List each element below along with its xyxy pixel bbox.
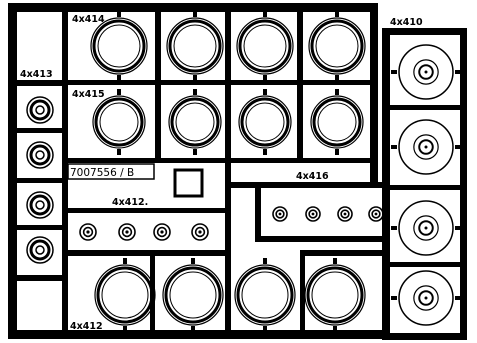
part-4x413-1 xyxy=(26,96,54,124)
part-4x412-1 xyxy=(94,258,156,332)
part-4x412-small-4 xyxy=(191,223,209,241)
part-4x416-2 xyxy=(305,206,321,222)
part-4x414-1 xyxy=(90,11,148,81)
part-4x410-1 xyxy=(391,44,461,100)
sprue-frame xyxy=(8,3,467,340)
part-4x414-4 xyxy=(308,11,366,81)
label-4x414: 4x414 xyxy=(72,14,105,25)
part-4x412-small-2 xyxy=(118,223,136,241)
part-4x412-4 xyxy=(304,258,366,332)
part-number: 7007556 / B xyxy=(70,167,134,179)
part-4x410-3 xyxy=(391,200,461,256)
parts-layer xyxy=(26,11,461,332)
part-4x412-2 xyxy=(162,258,224,332)
part-4x412-3 xyxy=(234,258,296,332)
label-4x410: 4x410 xyxy=(390,17,423,28)
part-4x416-3 xyxy=(337,206,353,222)
label-4x413: 4x413 xyxy=(20,69,53,80)
part-4x415-4 xyxy=(310,89,364,155)
part-4x415-2 xyxy=(168,89,222,155)
part-4x416-1 xyxy=(272,206,288,222)
part-4x414-3 xyxy=(236,11,294,81)
part-4x415-3 xyxy=(238,89,292,155)
label-4x412: 4x412 xyxy=(70,321,103,332)
part-4x410-4 xyxy=(391,270,461,326)
part-4x412-small-3 xyxy=(153,223,171,241)
part-4x410-2 xyxy=(391,119,461,175)
part-4x413-4 xyxy=(26,236,54,264)
label-4x415: 4x415 xyxy=(72,89,105,100)
part-4x413-2 xyxy=(26,141,54,169)
part-4x414-2 xyxy=(166,11,224,81)
label-4x412-small: 4x412. xyxy=(112,197,148,208)
label-4x416: 4x416 xyxy=(296,171,329,182)
part-4x415-1 xyxy=(92,89,146,155)
part-4x413-3 xyxy=(26,191,54,219)
part-4x416-4 xyxy=(368,206,384,222)
part-4x412-small-1 xyxy=(79,223,97,241)
